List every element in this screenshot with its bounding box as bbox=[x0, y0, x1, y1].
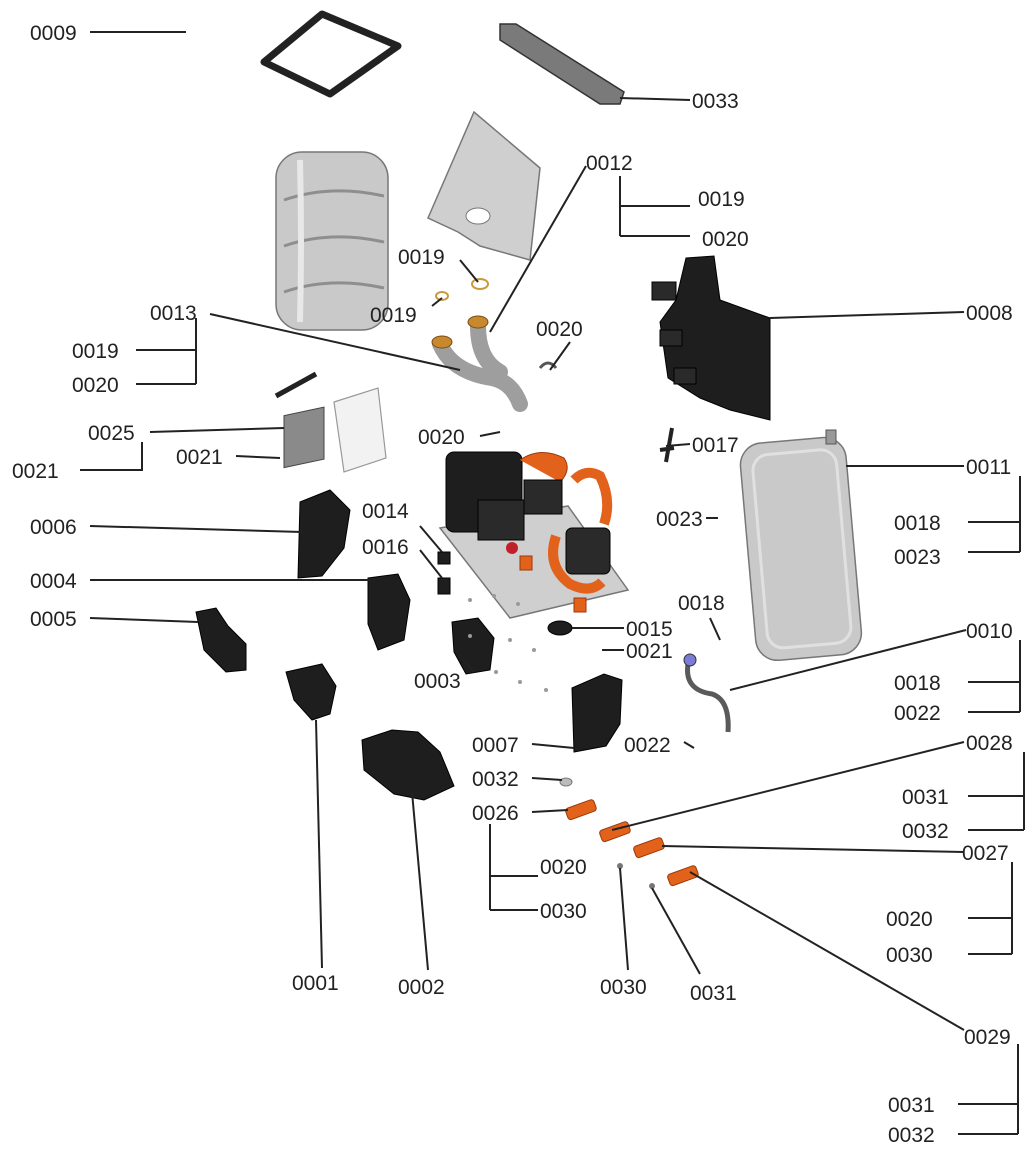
callout-label: 0019 bbox=[698, 188, 745, 211]
callout-label: 0019 bbox=[370, 304, 417, 327]
callout-label: 0012 bbox=[586, 152, 633, 175]
part-0005-block bbox=[195, 607, 247, 673]
callout-label: 0016 bbox=[362, 536, 409, 559]
callout-label: 0032 bbox=[902, 820, 949, 843]
part-0009-gasket-frame bbox=[260, 10, 402, 98]
callout-label: 0031 bbox=[690, 982, 737, 1005]
callout-label: 0020 bbox=[886, 908, 933, 931]
callout-label: 0032 bbox=[888, 1124, 935, 1147]
part-0015-sensor bbox=[547, 620, 573, 636]
callout-label: 0030 bbox=[600, 976, 647, 999]
callout-label: 0008 bbox=[966, 302, 1013, 325]
callout-label: 0020 bbox=[536, 318, 583, 341]
part-0006-block bbox=[297, 489, 351, 579]
part-0003-block bbox=[451, 617, 495, 675]
callout-label: 0025 bbox=[88, 422, 135, 445]
part-0019-o-ring bbox=[471, 278, 489, 290]
callout-label: 0004 bbox=[30, 570, 77, 593]
part-insulation-block bbox=[275, 151, 389, 331]
part-hydraulic-assembly bbox=[438, 451, 630, 619]
callout-label: 0021 bbox=[12, 460, 59, 483]
callout-label: 0019 bbox=[398, 246, 445, 269]
callout-label: 0028 bbox=[966, 732, 1013, 755]
callout-label: 0013 bbox=[150, 302, 197, 325]
callout-label: 0022 bbox=[894, 702, 941, 725]
callout-label: 0023 bbox=[894, 546, 941, 569]
callout-label: 0007 bbox=[472, 734, 519, 757]
callout-label: 0006 bbox=[30, 516, 77, 539]
callout-label: 0021 bbox=[176, 446, 223, 469]
callout-label: 0021 bbox=[626, 640, 673, 663]
callout-label: 0020 bbox=[72, 374, 119, 397]
callout-label: 0029 bbox=[964, 1026, 1011, 1049]
callout-label: 0001 bbox=[292, 972, 339, 995]
callout-label: 0015 bbox=[626, 618, 673, 641]
part-white-cover bbox=[333, 387, 387, 473]
part-0019-o-ring-small bbox=[435, 291, 449, 301]
callout-label: 0003 bbox=[414, 670, 461, 693]
callout-label: 0011 bbox=[966, 456, 1011, 479]
callout-labels: 0009 0033 0012 0019 0020 0019 0019 0013 … bbox=[12, 22, 1013, 1147]
part-0033-mounting-bracket bbox=[499, 23, 625, 105]
part-0020-clip bbox=[538, 361, 558, 369]
part-deflector-sheet bbox=[427, 110, 541, 261]
part-0016-connector bbox=[437, 577, 451, 595]
part-0013-manifold-pipe bbox=[431, 315, 528, 412]
part-0027-fitting bbox=[633, 837, 665, 859]
callout-label: 0020 bbox=[540, 856, 587, 879]
part-0026-fitting bbox=[565, 799, 597, 821]
part-0025-plate bbox=[283, 406, 325, 469]
callout-label: 0005 bbox=[30, 608, 77, 631]
callout-label: 0018 bbox=[894, 512, 941, 535]
part-0014-sensor bbox=[437, 551, 451, 565]
callout-label: 0018 bbox=[678, 592, 725, 615]
callout-label: 0019 bbox=[72, 340, 119, 363]
callout-label: 0002 bbox=[398, 976, 445, 999]
callout-label: 0031 bbox=[902, 786, 949, 809]
part-0029-fitting bbox=[667, 865, 699, 887]
part-0007-block bbox=[571, 673, 623, 753]
part-0010-hose bbox=[685, 663, 731, 733]
callout-label: 0030 bbox=[540, 900, 587, 923]
callout-label: 0030 bbox=[886, 944, 933, 967]
part-0002-block bbox=[361, 729, 455, 801]
part-0004-block bbox=[367, 573, 411, 651]
part-0028-fitting bbox=[599, 821, 631, 843]
callout-label: 0010 bbox=[966, 620, 1013, 643]
callout-label: 0031 bbox=[888, 1094, 935, 1117]
callout-label: 0014 bbox=[362, 500, 409, 523]
callout-label: 0020 bbox=[418, 426, 465, 449]
callout-label: 0018 bbox=[894, 672, 941, 695]
callout-label: 0032 bbox=[472, 768, 519, 791]
part-0008-housing bbox=[651, 255, 771, 421]
part-0011-expansion-vessel bbox=[739, 429, 863, 662]
leader-lines bbox=[80, 31, 1025, 1135]
callout-label: 0023 bbox=[656, 508, 703, 531]
part-0001-block bbox=[285, 663, 337, 721]
callout-label: 0033 bbox=[692, 90, 739, 113]
callout-label: 0017 bbox=[692, 434, 739, 457]
callout-label: 0020 bbox=[702, 228, 749, 251]
callout-label: 0027 bbox=[962, 842, 1009, 865]
callout-label: 0009 bbox=[30, 22, 77, 45]
part-drawings bbox=[195, 10, 863, 889]
callout-label: 0022 bbox=[624, 734, 671, 757]
callout-label: 0026 bbox=[472, 802, 519, 825]
